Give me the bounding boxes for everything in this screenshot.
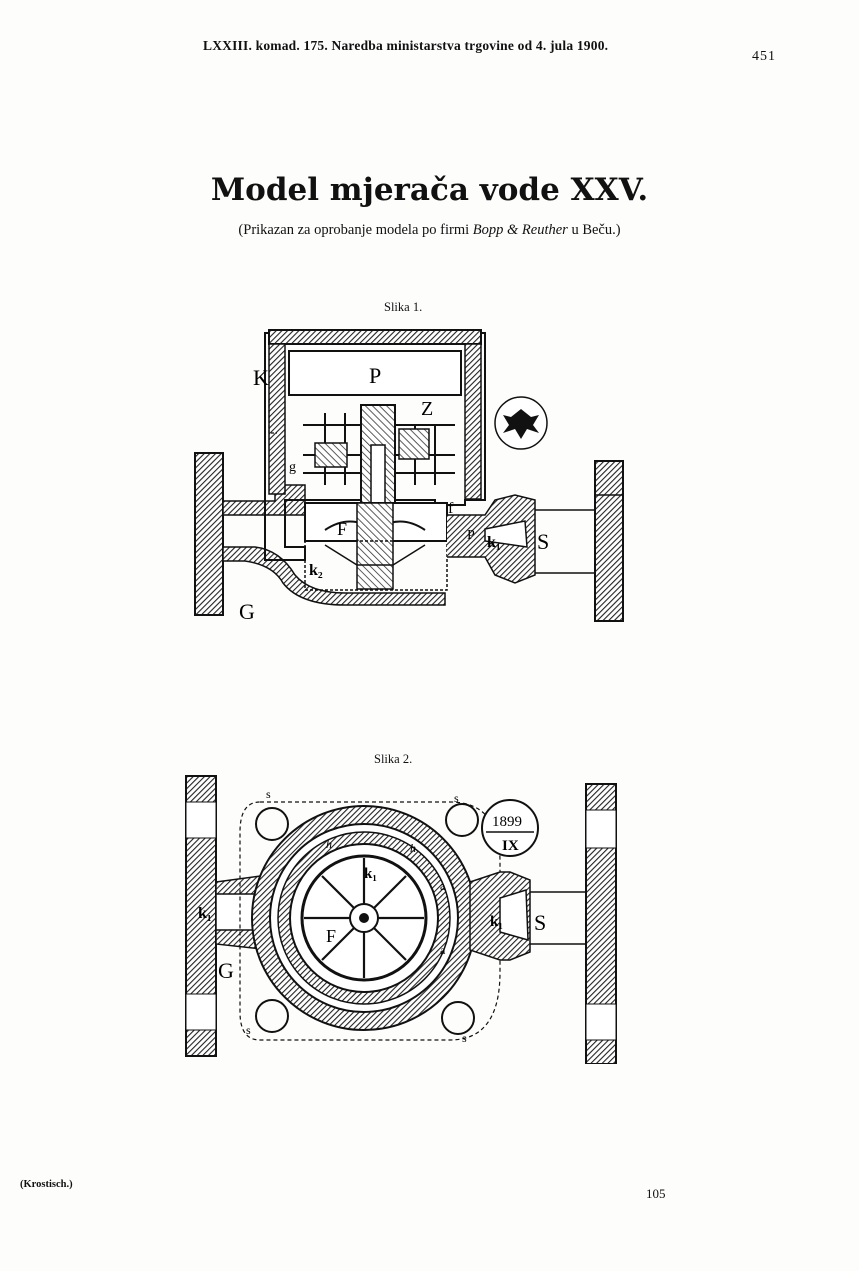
- fig1-label-P: P: [369, 363, 381, 388]
- figure1-drawing: K P Z g F f P k₁ k₂ S G: [194, 329, 624, 624]
- page-subtitle: (Prikazan za oprobanje modela po firmi B…: [0, 222, 859, 239]
- fig2-label-s-tr: s: [454, 791, 459, 805]
- fig2-label-a-bottom: a: [440, 943, 446, 957]
- fig2-label-s-br: s: [462, 1031, 467, 1045]
- fig1-label-f: f: [448, 500, 454, 517]
- fig2-label-h-right: h: [410, 841, 416, 855]
- fig1-label-k1: k₁: [487, 534, 501, 551]
- page-number: 451: [752, 49, 776, 64]
- fig1-label-G: G: [239, 599, 255, 624]
- fig1-label-K: K: [253, 365, 269, 390]
- subtitle-prefix: (Prikazan za oprobanje modela po firmi: [238, 222, 473, 238]
- fig1-label-p: P: [467, 528, 475, 543]
- fig1-label-k2: k₂: [309, 562, 323, 579]
- footer-sheet-number: 105: [646, 1186, 666, 1201]
- fig2-label-k1-right: k₁: [490, 914, 503, 930]
- fig2-label-k1-center: k₁: [364, 866, 377, 882]
- subtitle-firm: Bopp & Reuther: [472, 222, 568, 238]
- page-title: Model mjerača vode XXV.: [210, 172, 649, 208]
- running-header: LXXIII. komad. 175. Naredba ministarstva…: [203, 38, 609, 53]
- fig2-label-a-top: a: [440, 879, 446, 893]
- subtitle-suffix: u Beču.): [567, 222, 621, 238]
- figure2-drawing: 1899 IX k₁ G F k₁ k₁ S h h a a s s s s: [185, 775, 617, 1064]
- fig2-label-G: G: [218, 958, 234, 983]
- fig2-label-s-bl: s: [246, 1023, 251, 1037]
- figure2-caption: Slika 2.: [374, 752, 413, 766]
- fig2-label-F: F: [326, 926, 336, 946]
- fig2-label-k1-left: k₁: [198, 905, 212, 922]
- year-stamp-icon: [481, 799, 539, 857]
- fig1-label-Z: Z: [421, 398, 433, 420]
- figure1-caption: Slika 1.: [384, 300, 423, 314]
- fig2-label-S: S: [534, 910, 546, 935]
- fig2-stamp-month: IX: [502, 838, 519, 854]
- fig1-label-F: F: [337, 519, 347, 539]
- fig2-label-s-tl: s: [266, 787, 271, 801]
- footer-printer: (Krostisch.): [20, 1179, 73, 1190]
- fig1-label-g: g: [289, 460, 296, 475]
- fig2-label-h-left: h: [326, 837, 332, 851]
- fig1-label-S: S: [537, 529, 549, 554]
- fig2-stamp-year: 1899: [492, 814, 522, 830]
